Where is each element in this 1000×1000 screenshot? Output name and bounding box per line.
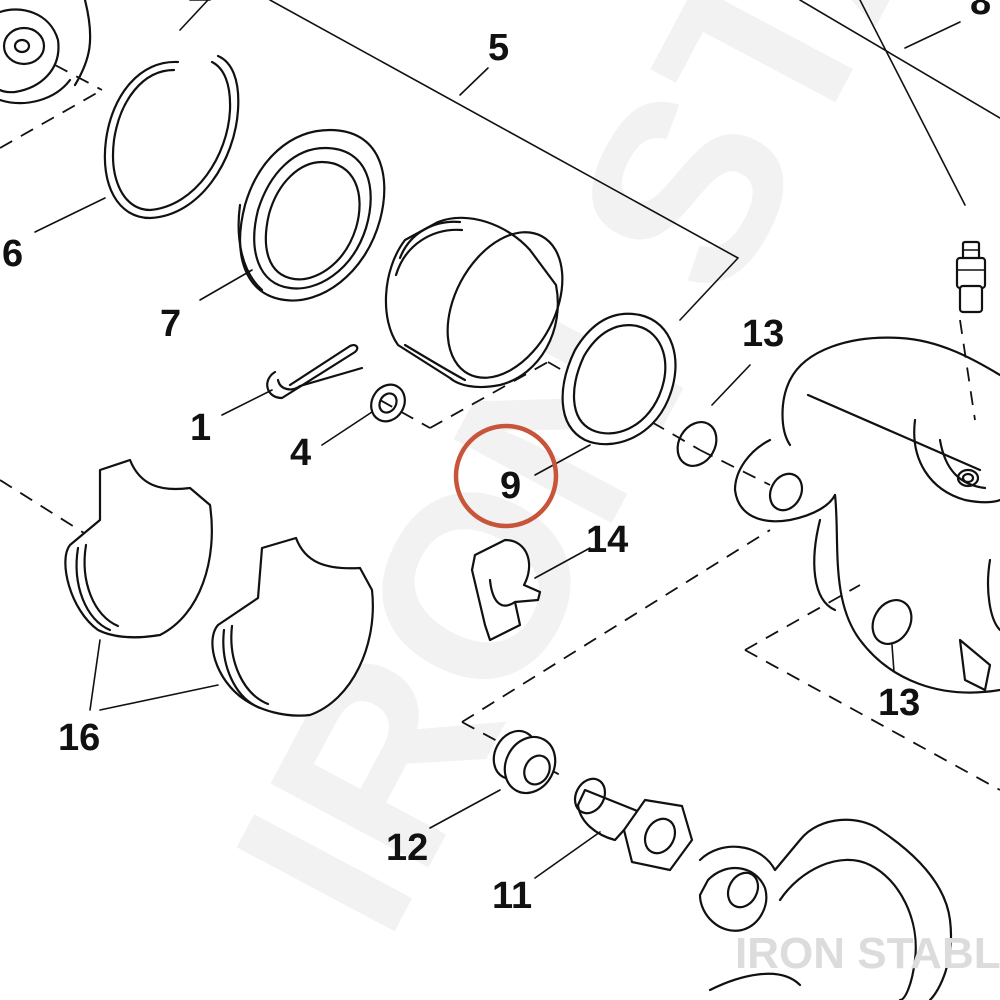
label-6: 6 [2, 233, 23, 275]
o-ring-lower [871, 599, 913, 645]
cotter-pin [266, 344, 364, 400]
o-ring-upper [676, 421, 718, 467]
label-13-lower: 13 [878, 682, 920, 724]
group-bracket-8 [799, 0, 1000, 206]
label-13-upper: 13 [742, 313, 784, 355]
brake-pad-front [64, 458, 213, 639]
leader-lines [34, 67, 895, 879]
retaining-ring [103, 54, 240, 220]
piston-seal-ring [561, 312, 677, 446]
label-7: 7 [160, 303, 181, 345]
piston [384, 216, 564, 389]
bleeder-screw [955, 240, 987, 314]
label-16: 16 [58, 717, 100, 759]
top-left-fitting [0, 0, 92, 105]
spring-clip [470, 538, 542, 642]
group-bracket-5 [179, 0, 739, 321]
caliper-body [733, 336, 1000, 694]
callout-labels: 5 6 7 1 4 9 13 13 14 16 12 11 8 [2, 0, 991, 917]
highlight-circle [453, 423, 559, 529]
label-8: 8 [970, 0, 991, 23]
label-9: 9 [500, 465, 521, 507]
brake-pad-rear [211, 536, 374, 717]
corner-watermark: IRON STABLE [735, 929, 1000, 978]
label-11: 11 [492, 875, 532, 917]
washer [370, 383, 406, 423]
caliper-bracket [698, 818, 953, 1000]
label-1: 1 [190, 407, 211, 449]
dust-boot [237, 128, 386, 302]
label-12: 12 [386, 827, 428, 869]
pin-bushing [492, 729, 557, 795]
label-4: 4 [290, 432, 311, 474]
label-5: 5 [488, 27, 509, 69]
label-14: 14 [586, 519, 628, 561]
caliper-pin [573, 777, 694, 872]
